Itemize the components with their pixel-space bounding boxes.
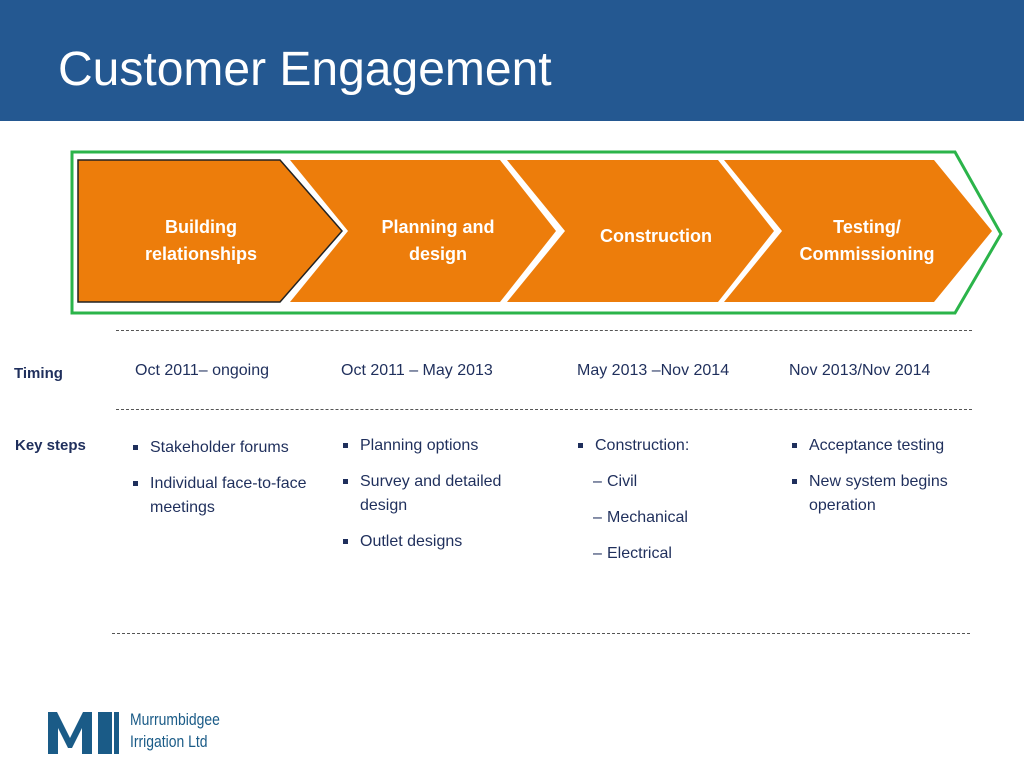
stage-label-construction: Construction (571, 223, 741, 250)
stage-label-line: design (408, 244, 467, 264)
stage-label-line: relationships (144, 244, 258, 264)
key-steps-testing-commissioning: Acceptance testing New system begins ope… (791, 434, 961, 530)
stage-label-line: Planning and (381, 217, 495, 237)
key-step-item: Stakeholder forums (132, 436, 310, 460)
page-title: Customer Engagement (58, 43, 552, 96)
key-substep-text: Civil (607, 473, 638, 490)
dash-bullet-icon: – (593, 473, 602, 490)
key-step-text: Survey and detailed design (360, 473, 502, 514)
dash-bullet-icon: – (593, 545, 602, 562)
square-bullet-icon (133, 481, 138, 486)
separator-middle (116, 409, 972, 410)
key-steps-planning-design: Planning options Survey and detailed des… (342, 434, 542, 566)
timing-planning-design: Oct 2011 – May 2013 (341, 362, 493, 379)
square-bullet-icon (343, 539, 348, 544)
stage-label-testing-commissioning: Testing/ Commissioning (782, 214, 952, 268)
separator-bottom (112, 633, 970, 634)
stage-label-building-relationships: Building relationships (116, 214, 286, 268)
chevron-planning-design (290, 160, 556, 302)
key-step-text: Acceptance testing (809, 437, 945, 454)
dash-bullet-icon: – (593, 509, 602, 526)
stage-label-line: Testing/ (833, 217, 901, 237)
key-steps-building-relationships: Stakeholder forums Individual face-to-fa… (132, 436, 310, 532)
key-step-item: Acceptance testing (791, 434, 961, 458)
key-step-item: Individual face-to-face meetings (132, 472, 310, 520)
title-bar: Customer Engagement (0, 0, 1024, 121)
square-bullet-icon (792, 479, 797, 484)
stage-label-line: Building (165, 217, 237, 237)
flow-frame (70, 150, 1003, 315)
key-step-item: Planning options (342, 434, 542, 458)
key-substep-text: Mechanical (607, 509, 688, 526)
key-steps-label: Key steps (15, 437, 86, 454)
square-bullet-icon (133, 445, 138, 450)
key-step-text: Stakeholder forums (150, 439, 289, 456)
timing-construction: May 2013 –Nov 2014 (577, 362, 730, 379)
key-step-item: New system begins operation (791, 470, 961, 518)
stage-label-planning-design: Planning and design (353, 214, 523, 268)
timing-testing-commissioning: Nov 2013/Nov 2014 (789, 362, 931, 379)
company-logo: MI Murrumbidgee Irrigation Ltd (48, 707, 238, 757)
key-step-text: New system begins operation (809, 473, 948, 514)
chevron-construction (507, 160, 774, 302)
logo-text-line2: Irrigation Ltd (130, 732, 208, 751)
key-substep-item: – Mechanical (577, 506, 767, 530)
separator-top (116, 330, 972, 331)
timing-building-relationships: Oct 2011– ongoing (135, 362, 270, 379)
chevron-testing-commissioning (724, 160, 992, 302)
logo-text-line1: Murrumbidgee (130, 710, 220, 729)
key-steps-construction: Construction: – Civil – Mechanical – Ele… (577, 434, 767, 578)
key-substep-text: Electrical (607, 545, 672, 562)
key-step-item: Outlet designs (342, 530, 542, 554)
key-step-item: Survey and detailed design (342, 470, 542, 518)
key-step-item: Construction: (577, 434, 767, 458)
square-bullet-icon (343, 479, 348, 484)
square-bullet-icon (578, 443, 583, 448)
timing-label: Timing (14, 365, 63, 382)
stage-label-line: Construction (600, 226, 712, 246)
chevron-building-relationships (77, 159, 343, 303)
key-step-text: Individual face-to-face meetings (150, 475, 307, 516)
key-step-text: Planning options (360, 437, 479, 454)
mi-logo-mark (48, 712, 119, 754)
process-flow (70, 150, 1003, 315)
key-step-text: Construction: (595, 437, 690, 454)
key-step-text: Outlet designs (360, 533, 463, 550)
key-substep-item: – Civil (577, 470, 767, 494)
stage-label-line: Commissioning (799, 244, 935, 264)
square-bullet-icon (792, 443, 797, 448)
key-substep-item: – Electrical (577, 542, 767, 566)
square-bullet-icon (343, 443, 348, 448)
